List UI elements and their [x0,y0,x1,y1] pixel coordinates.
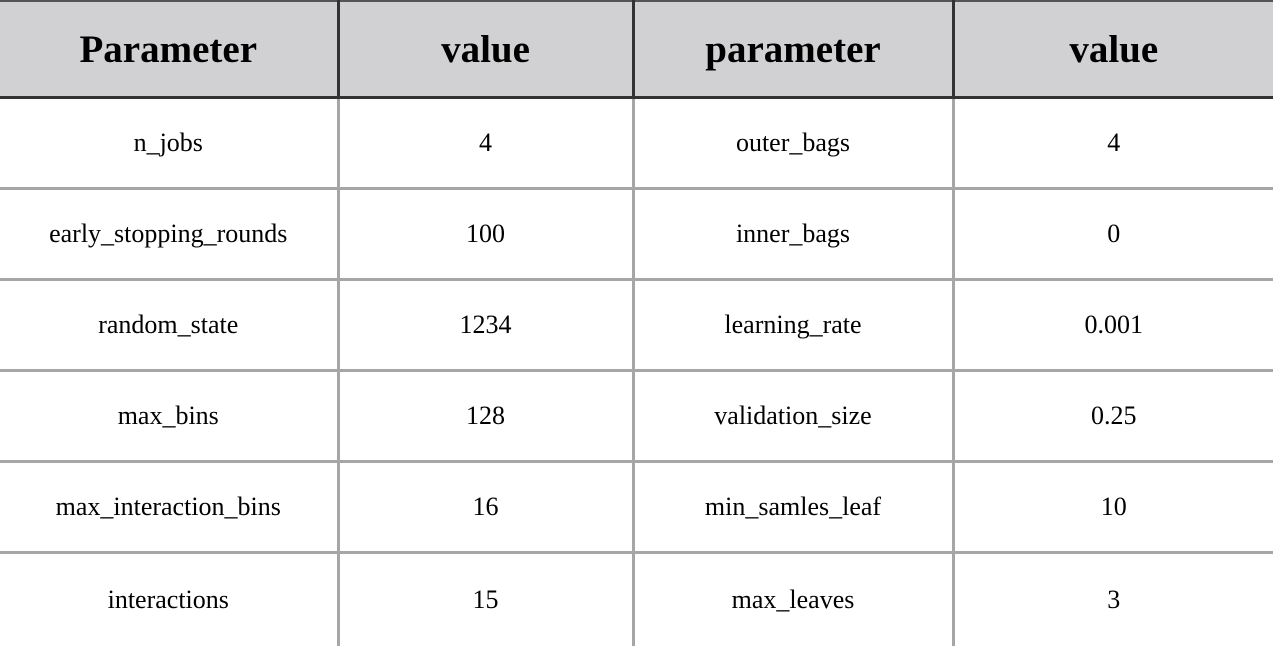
param-value-cell: 15 [338,553,633,646]
param-name-cell: validation_size [633,371,953,462]
param-value-cell: 4 [953,98,1273,189]
table-row: early_stopping_rounds 100 inner_bags 0 [0,189,1273,280]
param-name-cell: outer_bags [633,98,953,189]
table-row: n_jobs 4 outer_bags 4 [0,98,1273,189]
table-row: interactions 15 max_leaves 3 [0,553,1273,646]
header-parameter-1: Parameter [0,1,338,98]
header-value-2: value [953,1,1273,98]
table-row: max_bins 128 validation_size 0.25 [0,371,1273,462]
param-value-cell: 0.001 [953,280,1273,371]
param-name-cell: min_samles_leaf [633,462,953,553]
param-value-cell: 10 [953,462,1273,553]
header-value-1: value [338,1,633,98]
param-value-cell: 128 [338,371,633,462]
param-name-cell: random_state [0,280,338,371]
param-name-cell: max_bins [0,371,338,462]
param-name-cell: interactions [0,553,338,646]
param-name-cell: inner_bags [633,189,953,280]
param-name-cell: learning_rate [633,280,953,371]
param-value-cell: 0 [953,189,1273,280]
param-value-cell: 100 [338,189,633,280]
table-row: random_state 1234 learning_rate 0.001 [0,280,1273,371]
header-row: Parameter value parameter value [0,1,1273,98]
param-value-cell: 4 [338,98,633,189]
param-name-cell: early_stopping_rounds [0,189,338,280]
param-name-cell: max_leaves [633,553,953,646]
table-row: max_interaction_bins 16 min_samles_leaf … [0,462,1273,553]
param-value-cell: 0.25 [953,371,1273,462]
param-value-cell: 1234 [338,280,633,371]
param-value-cell: 3 [953,553,1273,646]
param-name-cell: max_interaction_bins [0,462,338,553]
param-name-cell: n_jobs [0,98,338,189]
header-parameter-2: parameter [633,1,953,98]
param-value-cell: 16 [338,462,633,553]
